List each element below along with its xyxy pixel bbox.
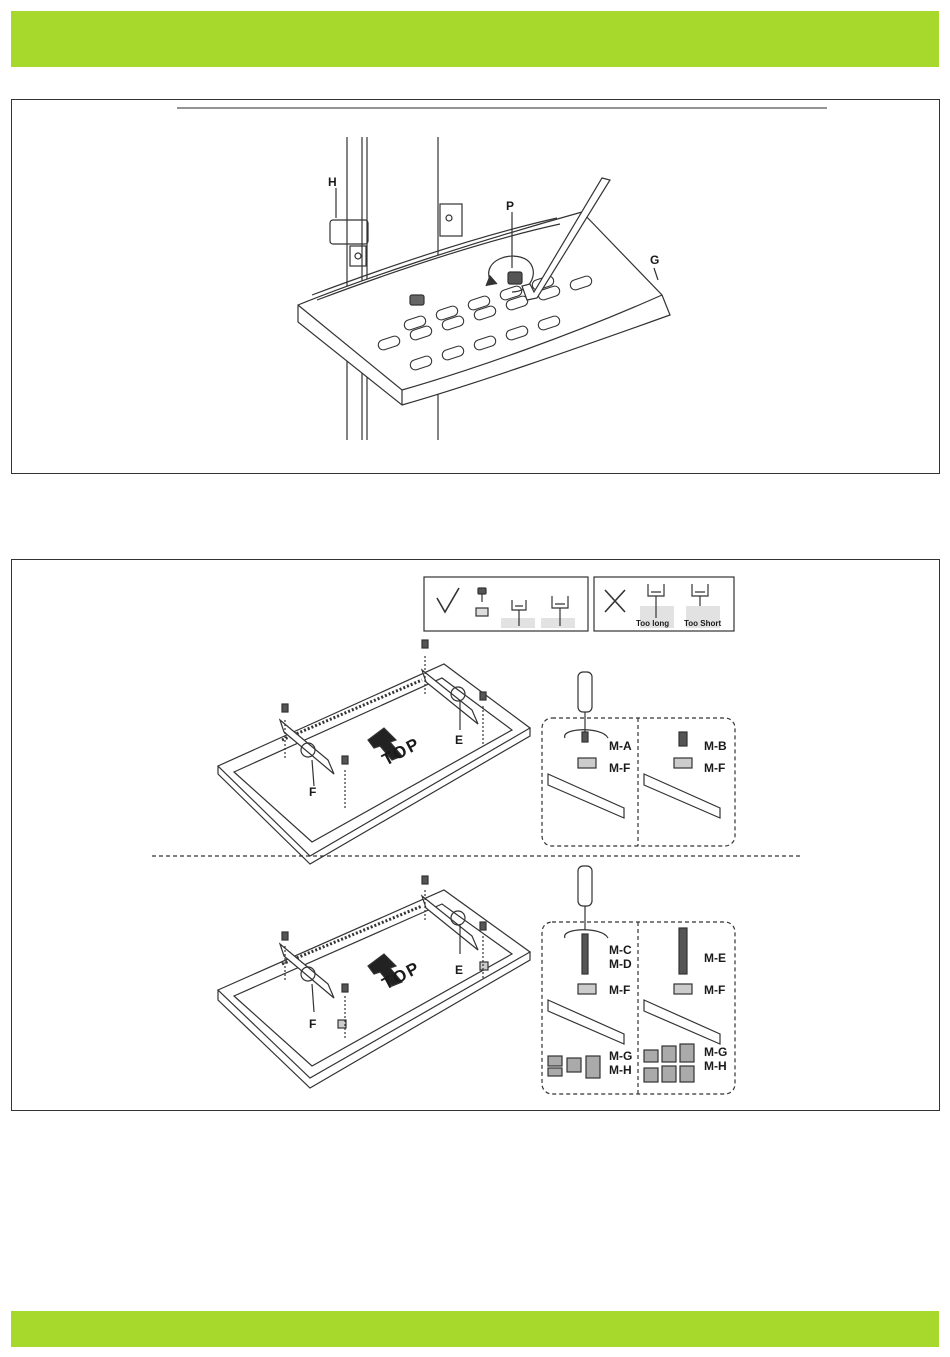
shelf-illustration: H P G <box>12 100 941 475</box>
check-icon <box>437 588 459 612</box>
label-f-upper: F <box>309 785 316 799</box>
label-e-upper: E <box>455 733 463 747</box>
tv-bracket-step-panel: Too long Too Short <box>11 559 940 1111</box>
lower-right-spacer-label-2: M-H <box>704 1059 727 1073</box>
header-band <box>11 11 939 67</box>
lower-right-washer-label: M-F <box>704 983 725 997</box>
footer-band <box>11 1311 939 1347</box>
label-f-lower: F <box>309 1017 316 1031</box>
lower-right-spacer-label-1: M-G <box>704 1045 727 1059</box>
upper-left-washer-label: M-F <box>609 761 630 775</box>
upper-left-screw-label: M-A <box>609 739 632 753</box>
lower-left-washer-label: M-F <box>609 983 630 997</box>
lower-left-screw-label-1: M-C <box>609 943 632 957</box>
label-e-lower: E <box>455 963 463 977</box>
tv-upper-drawing <box>218 640 735 864</box>
label-g: G <box>650 253 659 267</box>
cross-icon <box>605 590 625 612</box>
label-h: H <box>328 175 337 189</box>
too-long-label: Too long <box>636 619 669 628</box>
label-p: P <box>506 199 514 213</box>
lower-left-screw-label-2: M-D <box>609 957 632 971</box>
upper-right-washer-label: M-F <box>704 761 725 775</box>
shelf-step-panel: H P G <box>11 99 940 474</box>
tv-lower-drawing <box>218 866 735 1094</box>
tv-bracket-illustration: Too long Too Short <box>12 560 941 1112</box>
lower-left-spacer-label-1: M-G <box>609 1049 632 1063</box>
too-short-label: Too Short <box>684 619 722 628</box>
lower-left-spacer-label-2: M-H <box>609 1063 632 1077</box>
lower-right-screw-label: M-E <box>704 951 726 965</box>
upper-right-screw-label: M-B <box>704 739 727 753</box>
